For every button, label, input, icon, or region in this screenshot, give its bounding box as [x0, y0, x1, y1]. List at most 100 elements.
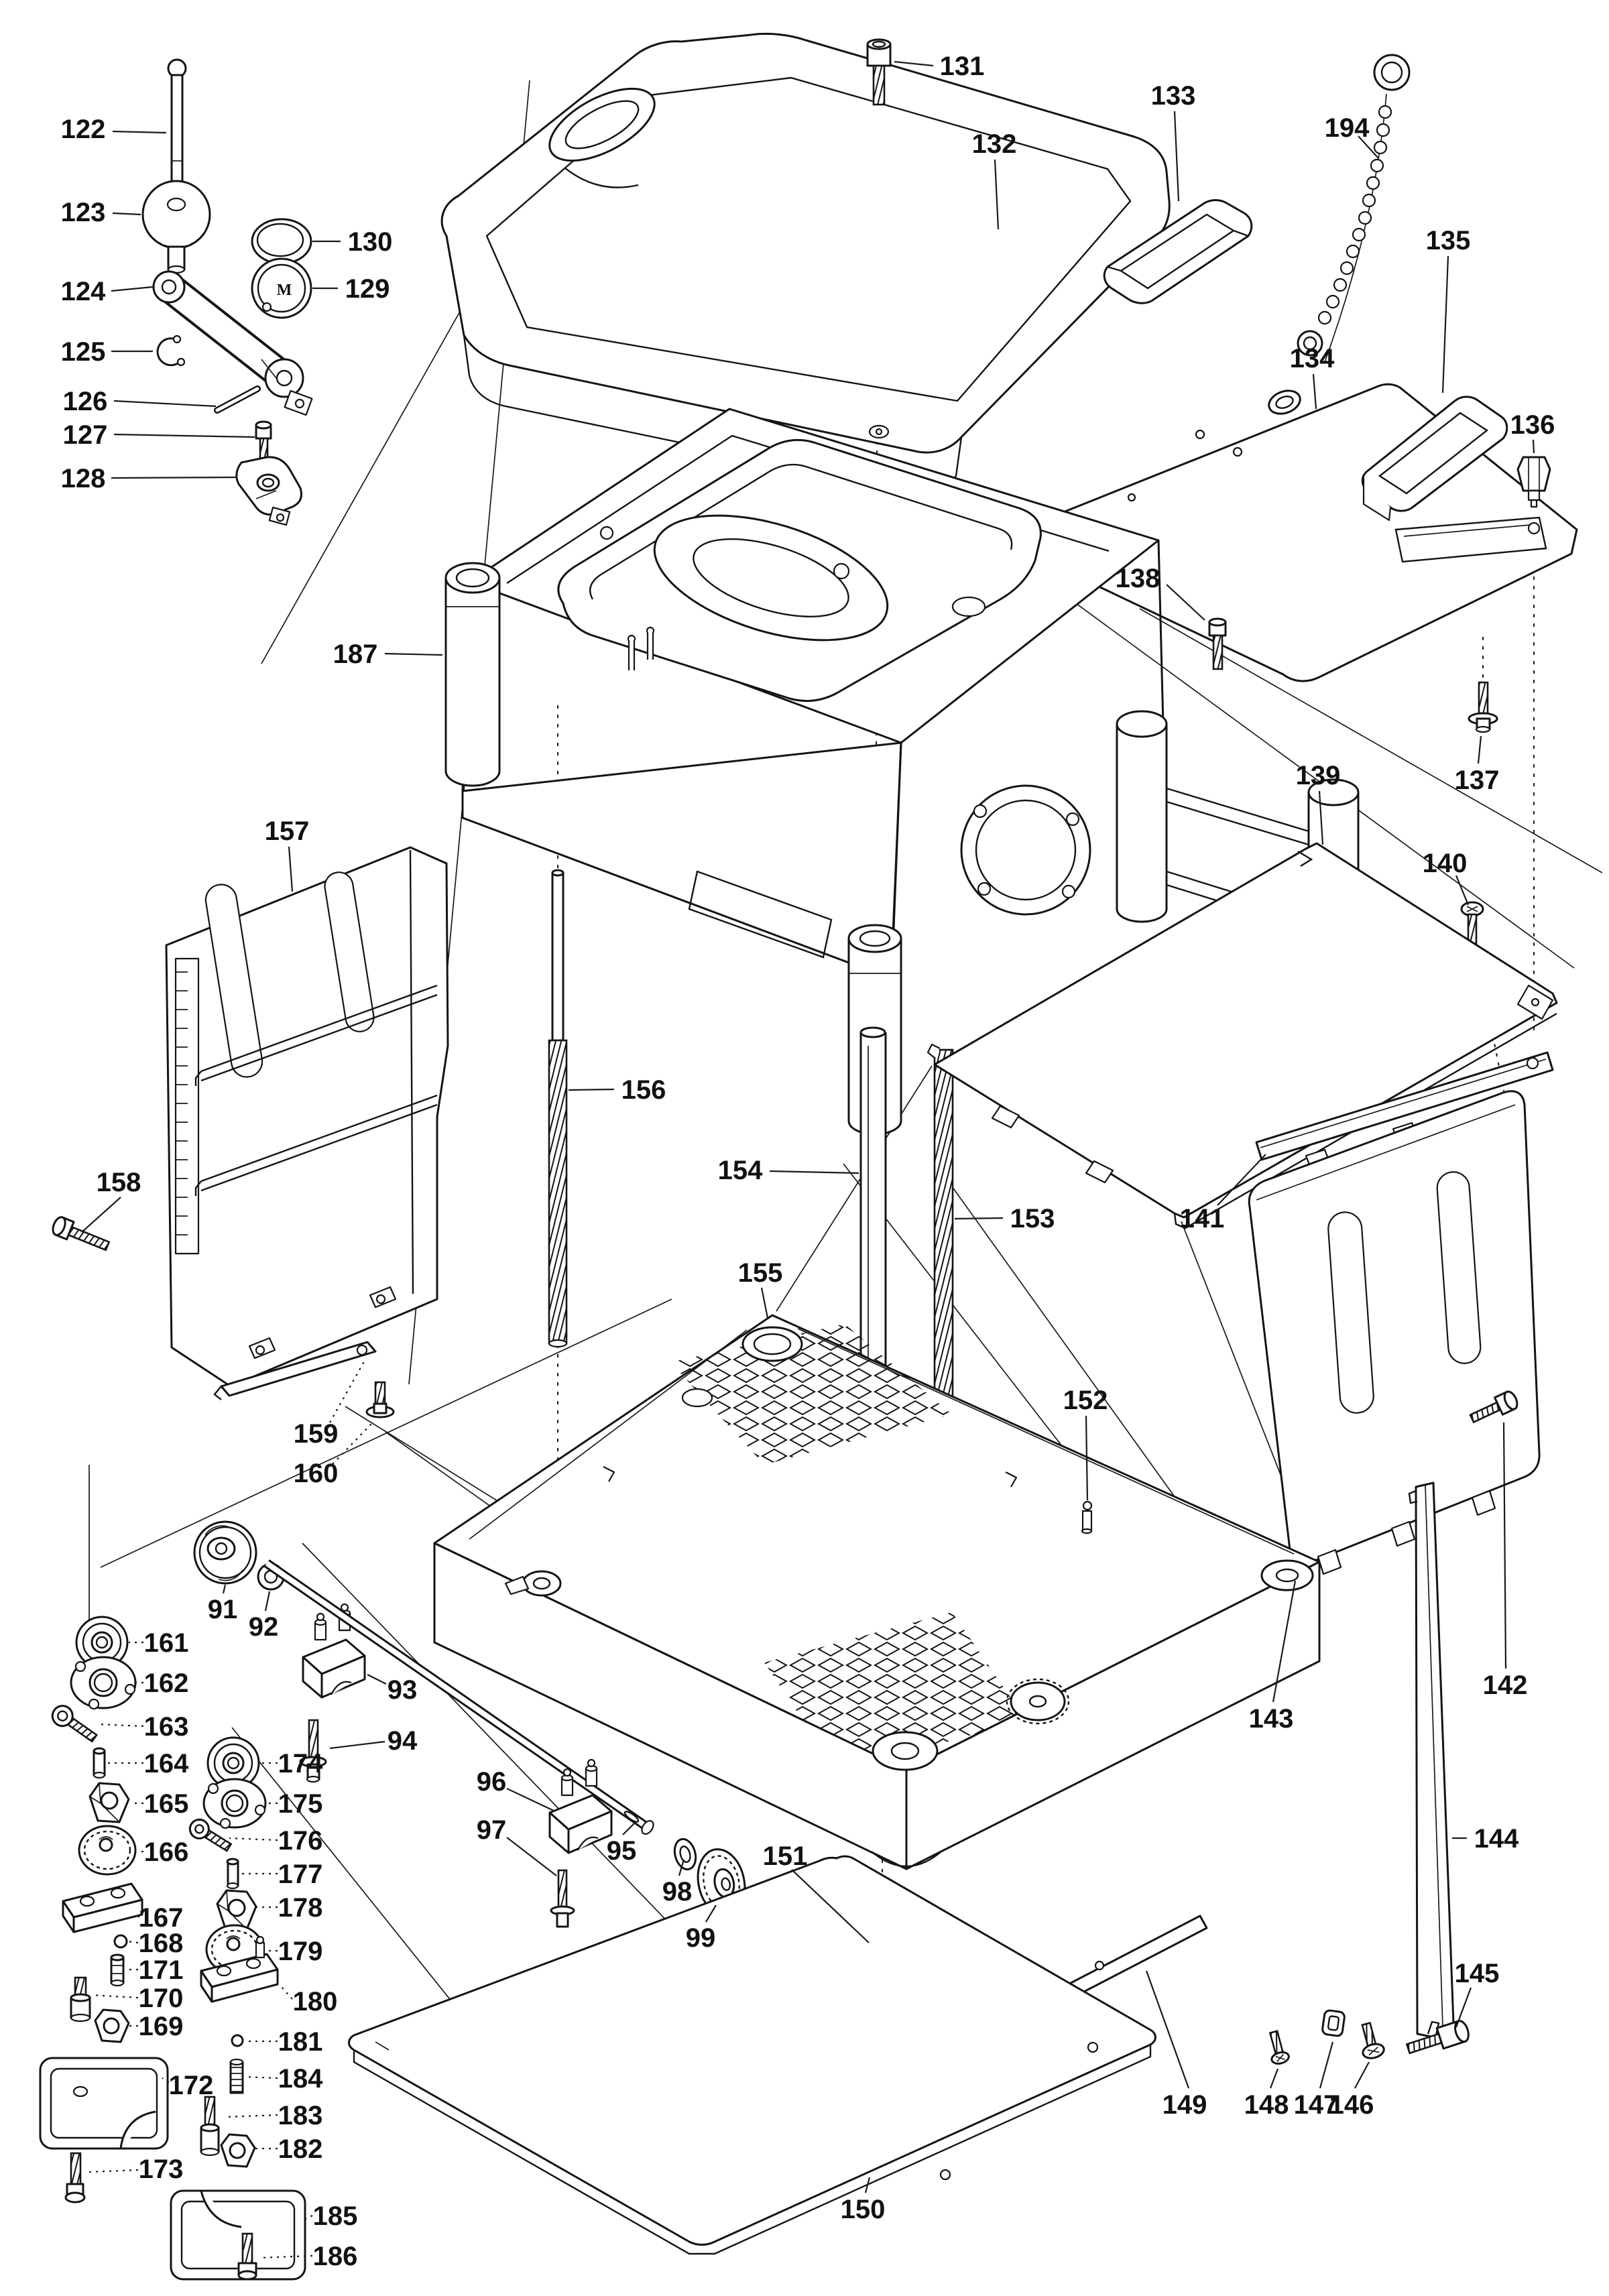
part-label-137: 137 [1455, 766, 1500, 795]
part-129-dial: M [251, 257, 312, 319]
part-label-179: 179 [278, 1937, 323, 1966]
leader-line-139 [1318, 790, 1324, 845]
leader-line-167 [137, 1911, 144, 1918]
part-176-screw [188, 1818, 233, 1852]
part-187-head-assembly [444, 408, 1360, 1136]
part-label-171: 171 [139, 1955, 184, 1985]
leader-line-152 [1085, 1415, 1089, 1501]
part-label-168: 168 [139, 1929, 184, 1958]
part-162-flange [70, 1656, 137, 1710]
part-label-187: 187 [333, 640, 378, 669]
part-137-screw [1468, 681, 1498, 733]
part-label-173: 173 [139, 2155, 184, 2184]
part-label-130: 130 [348, 227, 393, 257]
part-label-162: 162 [144, 1669, 189, 1698]
part-131-screw [866, 38, 892, 106]
part-label-91: 91 [208, 1595, 238, 1624]
leader-line-150 [864, 2177, 871, 2193]
part-label-96: 96 [477, 1767, 507, 1797]
part-label-164: 164 [144, 1749, 189, 1778]
part-97-screw [550, 1869, 575, 1928]
leader-line-147 [1319, 2041, 1334, 2089]
leader-line-185 [302, 2215, 313, 2221]
part-label-167: 167 [139, 1903, 184, 1933]
part-153-lead-screw [927, 1043, 954, 1429]
part-128-clamp [235, 456, 302, 526]
part-label-169: 169 [139, 2012, 184, 2041]
part-label-176: 176 [278, 1826, 323, 1856]
part-label-156: 156 [621, 1075, 666, 1105]
leader-line-133 [1173, 111, 1180, 202]
part-label-177: 177 [278, 1860, 323, 1889]
part-135-handle [1361, 396, 1508, 522]
part-173-screw [64, 2152, 86, 2203]
part-label-124: 124 [61, 277, 106, 306]
part-label-143: 143 [1249, 1704, 1294, 1734]
part-label-174: 174 [278, 1749, 323, 1778]
part-label-145: 145 [1455, 1959, 1500, 1988]
part-95-rod [264, 1559, 654, 1835]
part-label-194: 194 [1325, 113, 1370, 143]
part-label-150: 150 [841, 2195, 886, 2224]
part-label-153: 153 [1010, 1204, 1055, 1233]
part-label-128: 128 [61, 464, 106, 493]
leader-line-154 [769, 1170, 859, 1174]
part-156-elevation-screw [548, 869, 568, 1348]
leader-line-151 [791, 1869, 870, 1943]
leader-line-97 [506, 1837, 557, 1876]
part-label-180: 180 [293, 1987, 338, 2016]
leader-line-99 [705, 1905, 717, 1923]
part-143-side-cover [1248, 1090, 1541, 1575]
part-182-nut [220, 2133, 256, 2168]
leader-line-180 [280, 1985, 293, 2000]
part-label-142: 142 [1483, 1671, 1528, 1700]
leader-line-95 [622, 1821, 636, 1835]
part-label-94: 94 [388, 1726, 418, 1756]
part-label-136: 136 [1510, 410, 1555, 440]
leader-line-131 [894, 60, 934, 67]
part-194-chain [1268, 54, 1411, 415]
part-label-163: 163 [144, 1712, 189, 1742]
leader-line-134 [1312, 373, 1317, 410]
part-label-160: 160 [294, 1459, 339, 1488]
part-93-clamp [302, 1603, 366, 1699]
part-label-141: 141 [1180, 1204, 1225, 1233]
part-140-screw [1460, 901, 1484, 947]
leader-line-141 [1217, 1154, 1266, 1206]
part-126-pin [214, 385, 261, 414]
part-158-screw [52, 1216, 111, 1252]
leader-line-122 [112, 130, 167, 134]
leader-line-145 [1455, 1987, 1472, 2028]
leader-line-142 [1502, 1422, 1507, 1669]
part-133-handle [1103, 199, 1253, 304]
part-label-154: 154 [718, 1156, 763, 1185]
part-label-149: 149 [1163, 2090, 1207, 2120]
part-label-172: 172 [169, 2071, 214, 2100]
leader-line-91 [222, 1584, 227, 1594]
part-180-block [200, 1935, 279, 2003]
part-label-140: 140 [1423, 849, 1468, 878]
leader-line-157 [288, 846, 294, 892]
leader-line-172 [162, 2077, 170, 2083]
dial-logo: M [277, 282, 292, 299]
leader-line-127 [113, 433, 255, 438]
part-label-161: 161 [144, 1628, 189, 1658]
part-label-122: 122 [61, 115, 106, 144]
part-157-side-panel [165, 846, 449, 1388]
part-label-148: 148 [1244, 2090, 1289, 2120]
leader-line-173 [88, 2169, 139, 2173]
part-label-126: 126 [63, 387, 108, 416]
part-label-155: 155 [738, 1258, 783, 1288]
part-166-knob [78, 1825, 137, 1876]
leader-line-92 [264, 1591, 271, 1612]
leader-line-153 [954, 1217, 1004, 1220]
part-130-cap [251, 218, 312, 265]
leader-line-176 [229, 1837, 278, 1841]
leader-line-163 [97, 1723, 144, 1728]
leader-line-137 [1477, 735, 1482, 764]
part-171-roller [110, 1953, 125, 1987]
part-127-screw [255, 420, 272, 465]
part-label-138: 138 [1116, 564, 1160, 593]
part-98-washer [673, 1837, 697, 1871]
part-label-93: 93 [388, 1675, 418, 1705]
